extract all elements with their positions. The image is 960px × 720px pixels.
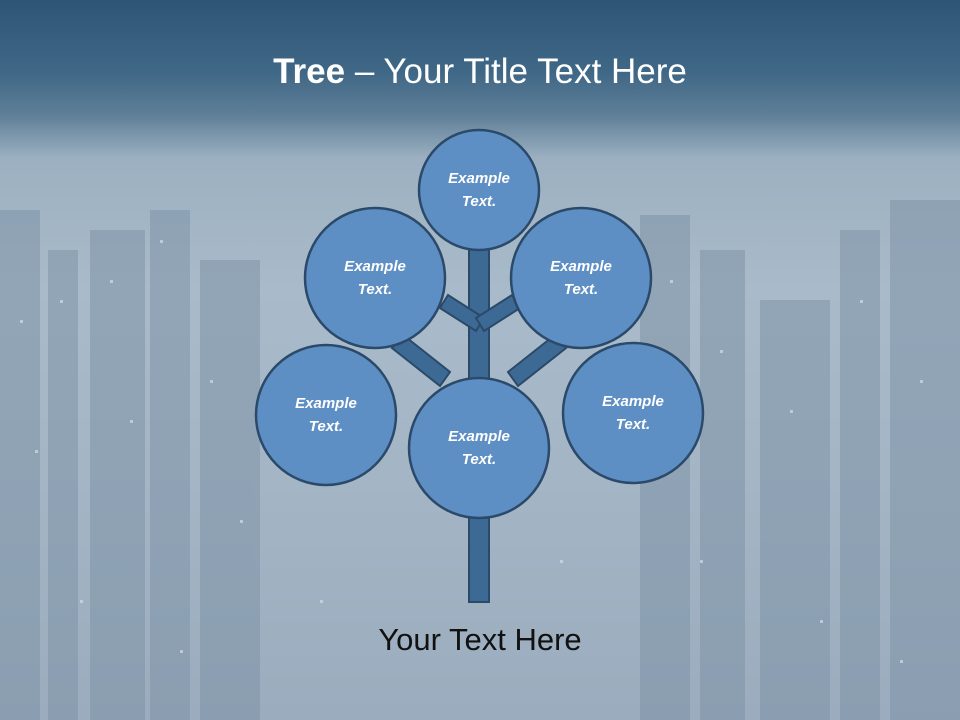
node-label-line: Example [448, 428, 510, 445]
node-upper-left [303, 206, 447, 350]
node-label-line: Example [550, 258, 612, 275]
footer-text: Your Text Here [378, 622, 582, 657]
node-label-line: Example [448, 170, 510, 187]
node-top [417, 128, 541, 252]
tree-nodes [254, 128, 705, 520]
node-label-line: Text. [461, 193, 497, 210]
title-rest: Your Title Text Here [383, 52, 687, 91]
node-label-lower-left: Example Text. [261, 392, 391, 438]
title-separator: – [345, 52, 384, 91]
slide-title: Tree – Your Title Text Here [0, 52, 960, 92]
node-label-line: Text. [357, 281, 393, 298]
node-label-center: Example Text. [414, 425, 544, 471]
node-label-upper-right: Example Text. [516, 255, 646, 301]
node-center [407, 376, 551, 520]
node-label-line: Example [344, 258, 406, 275]
node-label-line: Example [295, 395, 357, 412]
node-lower-right [561, 341, 705, 485]
node-label-top: Example Text. [414, 167, 544, 213]
node-label-lower-right: Example Text. [568, 390, 698, 436]
node-upper-right [509, 206, 653, 350]
node-label-line: Text. [563, 281, 599, 298]
title-bold: Tree [273, 52, 346, 91]
node-label-line: Text. [461, 451, 497, 468]
node-label-upper-left: Example Text. [310, 255, 440, 301]
node-label-line: Example [602, 393, 664, 410]
node-label-line: Text. [308, 418, 344, 435]
branch-lower-right [506, 332, 568, 388]
node-label-line: Text. [615, 416, 651, 433]
node-lower-left [254, 343, 398, 487]
